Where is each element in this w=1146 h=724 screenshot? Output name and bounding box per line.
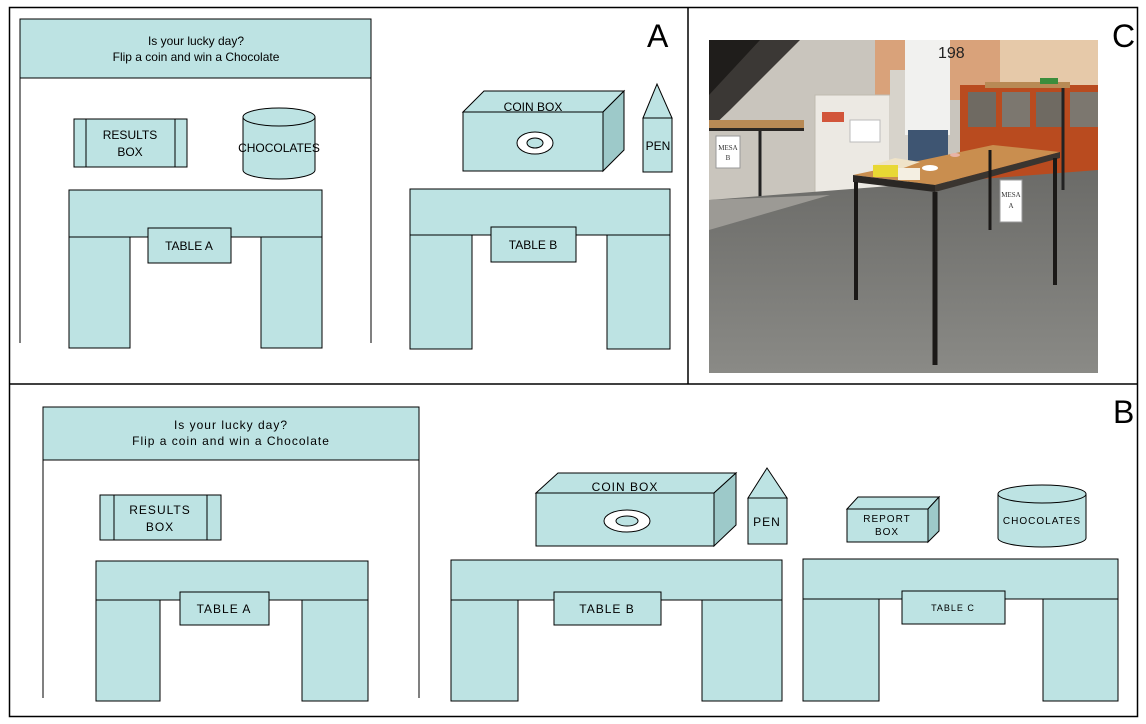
panel-b-pen-label: PEN <box>753 515 781 529</box>
panel-b-table-c-label: TABLE C <box>931 603 975 613</box>
panel-a-table-b-label: TABLE B <box>509 238 557 252</box>
panel-b-results-box: RESULTS BOX <box>99 494 222 541</box>
panel-a-pen: PEN <box>642 82 673 173</box>
panel-a-banner-line2: Flip a coin and win a Chocolate <box>113 50 280 64</box>
panel-b-table-a: TABLE A <box>95 560 369 702</box>
panel-b: B Is your lucky day? Flip a coin and win… <box>42 394 1134 702</box>
panel-b-coin-box-label: COIN BOX <box>592 480 659 494</box>
panel-a-coin-box-label: COIN BOX <box>504 100 563 114</box>
panel-b-banner <box>42 406 420 461</box>
svg-text:MESA: MESA <box>718 144 737 152</box>
panel-b-letter: B <box>1113 394 1134 430</box>
panel-b-coin-box: COIN BOX <box>534 471 738 548</box>
panel-a-letter: A <box>647 18 669 54</box>
panel-b-results-box-line1: RESULTS <box>129 503 190 517</box>
panel-b-report-box-line2: BOX <box>875 527 899 538</box>
panel-a-banner-line1: Is your lucky day? <box>148 34 244 48</box>
panel-a: A Is your lucky day? Flip a coin and win… <box>19 18 673 350</box>
svg-text:B: B <box>726 154 731 162</box>
panel-a-pen-label: PEN <box>646 139 671 153</box>
panel-b-table-a-label: TABLE A <box>197 602 252 616</box>
panel-a-table-a: TABLE A <box>68 189 323 349</box>
panel-a-chocolates-cylinder: CHOCOLATES <box>238 107 320 180</box>
panel-b-pen: PEN <box>747 467 788 545</box>
panel-b-chocolates-cylinder: CHOCOLATES <box>997 484 1087 548</box>
panel-a-banner <box>19 18 372 79</box>
panel-a-chocolates-label: CHOCOLATES <box>238 141 320 155</box>
svg-text:A: A <box>1008 202 1013 210</box>
panel-a-results-box-line1: RESULTS <box>103 128 157 142</box>
panel-a-results-box: RESULTS BOX <box>73 118 188 168</box>
panel-b-table-b: TABLE B <box>450 559 783 702</box>
panel-b-banner-line1: Is your lucky day? <box>174 418 288 432</box>
panel-b-table-b-label: TABLE B <box>579 602 634 616</box>
panel-a-coin-box: COIN BOX <box>461 89 626 173</box>
panel-b-chocolates-label: CHOCOLATES <box>1003 516 1081 527</box>
svg-text:MESA: MESA <box>1001 191 1020 199</box>
panel-b-report-box: REPORT BOX <box>845 495 941 544</box>
figure-border <box>8 6 1139 718</box>
panel-a-results-box-line2: BOX <box>117 145 142 159</box>
panel-c: C <box>709 18 1135 373</box>
panel-c-letter: C <box>1112 18 1135 54</box>
panel-a-table-b: TABLE B <box>409 188 671 350</box>
panel-b-results-box-line2: BOX <box>146 520 174 534</box>
panel-a-table-a-label: TABLE A <box>165 239 213 253</box>
panel-b-banner-line2: Flip a coin and win a Chocolate <box>132 434 330 448</box>
panel-b-table-c: TABLE C <box>802 558 1119 702</box>
panel-c-photo: MESA B 198 <box>709 40 1098 373</box>
panel-c-shirt-number: 198 <box>938 45 965 62</box>
panel-b-report-box-line1: REPORT <box>863 514 911 525</box>
